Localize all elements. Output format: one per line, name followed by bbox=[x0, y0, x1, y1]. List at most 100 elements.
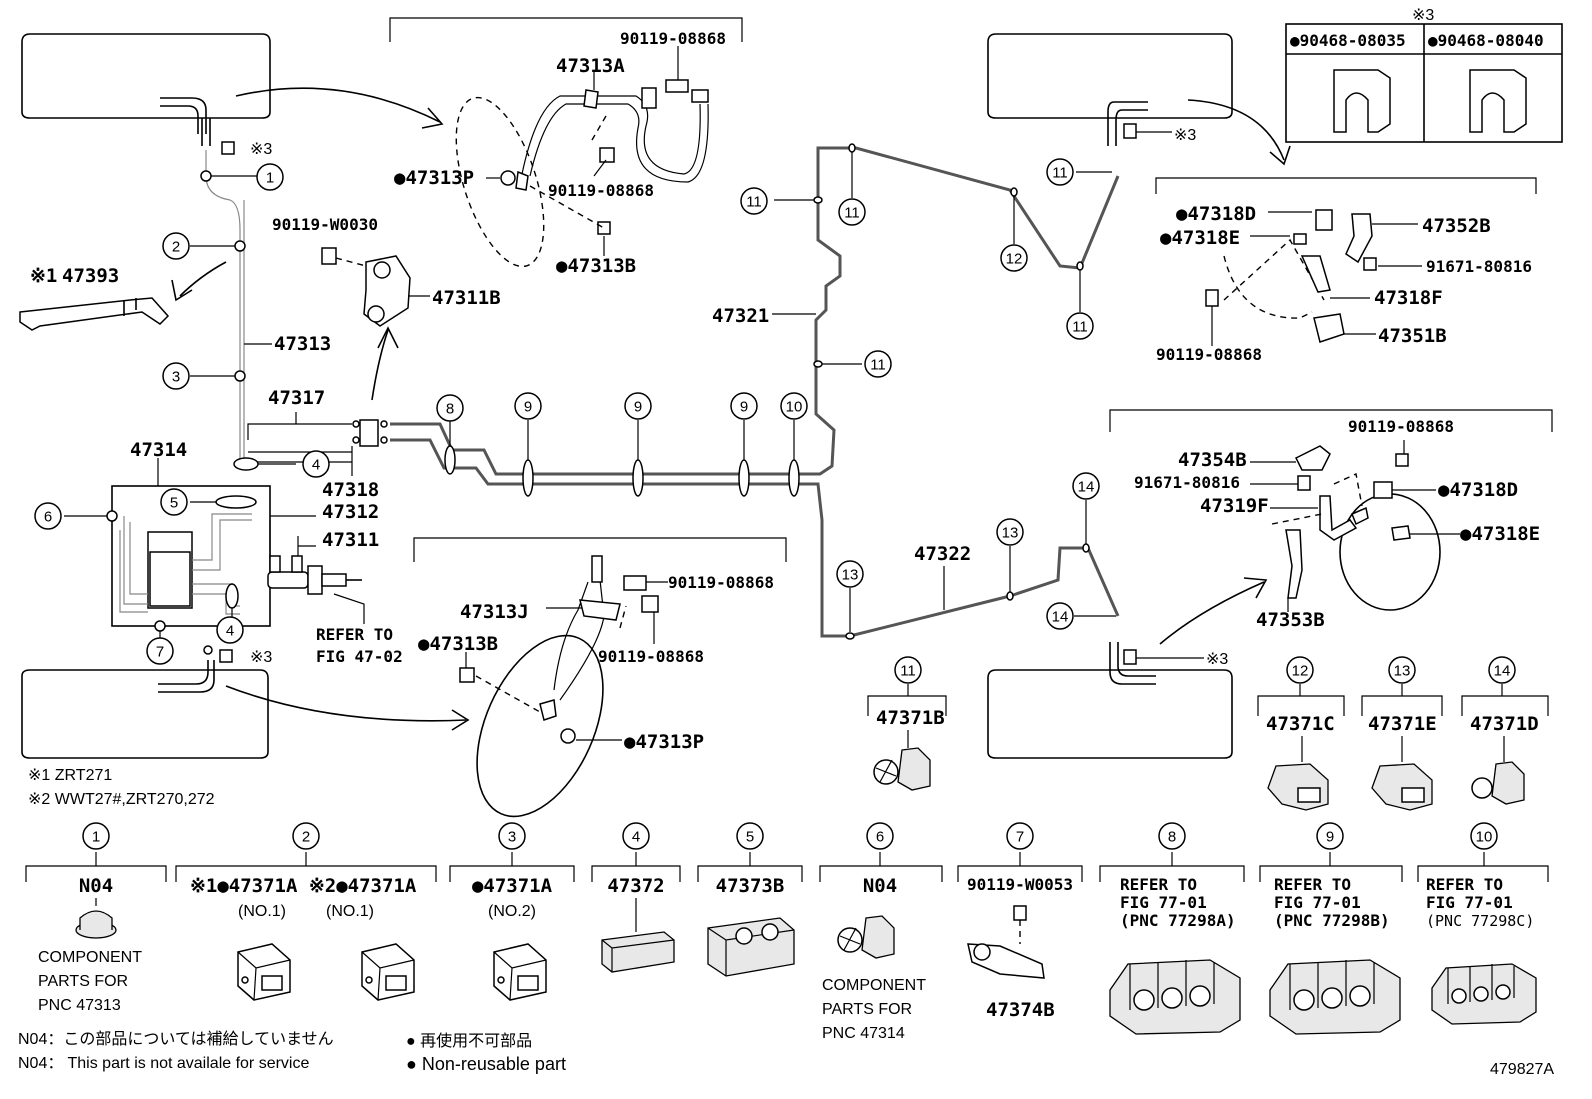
label-47318E-top: ●47318E bbox=[1160, 227, 1240, 249]
callout-number: 9 bbox=[740, 399, 748, 416]
label-90119-W0030: 90119-W0030 bbox=[272, 215, 378, 234]
callout-1: 1 bbox=[82, 822, 110, 850]
label-47311B: 47311B bbox=[432, 287, 501, 309]
row-1-t3: PNC 47313 bbox=[38, 997, 121, 1014]
callout-13: 13 bbox=[836, 560, 864, 588]
row-10-l3: (PNC 77298C) bbox=[1426, 912, 1534, 930]
label-47313: 47313 bbox=[274, 333, 331, 355]
callout-circle bbox=[1158, 822, 1186, 850]
callout-9: 9 bbox=[730, 392, 758, 420]
diagram-id: 479827A bbox=[1490, 1061, 1554, 1078]
star3-clip-table bbox=[1285, 23, 1563, 143]
note-star1: ※1 bbox=[30, 265, 57, 287]
row-3-sub: (NO.2) bbox=[488, 903, 536, 920]
row-10-l2: FIG 77-01 bbox=[1426, 893, 1513, 912]
callout-14: 14 bbox=[1488, 656, 1516, 684]
vehicle-outline-top-right bbox=[987, 33, 1233, 146]
callout-circle bbox=[894, 656, 922, 684]
label-47318D-mid: ●47318D bbox=[1438, 479, 1518, 501]
row-8-l2: FIG 77-01 bbox=[1120, 893, 1207, 912]
leader-47317 bbox=[244, 423, 352, 463]
label-90119-08868-f: 90119-08868 bbox=[1348, 417, 1454, 436]
callout-circle bbox=[736, 822, 764, 850]
refer-to-label: REFER TO bbox=[316, 625, 393, 644]
callout-number: 9 bbox=[634, 399, 642, 416]
callout-10: 10 bbox=[780, 392, 808, 420]
callout-1: 1 bbox=[256, 163, 284, 191]
label-47318D-top: ●47318D bbox=[1176, 203, 1256, 225]
callout-11: 11 bbox=[838, 198, 866, 226]
callout-number: 7 bbox=[1016, 829, 1024, 846]
row-9-l2: FIG 77-01 bbox=[1274, 893, 1361, 912]
callout-7: 7 bbox=[1006, 822, 1034, 850]
callout-number: 14 bbox=[1078, 479, 1095, 496]
callout-number: 12 bbox=[1292, 663, 1309, 680]
label-47371E: 47371E bbox=[1368, 713, 1437, 735]
label-47313B-top: ●47313B bbox=[556, 255, 636, 277]
label-47351B: 47351B bbox=[1378, 325, 1447, 347]
callout-circle bbox=[1046, 602, 1074, 630]
note-wwt27: ※2 WWT27#,ZRT270,272 bbox=[28, 791, 215, 808]
clamp-47311B bbox=[321, 247, 430, 327]
callout-number: 1 bbox=[92, 829, 100, 846]
callout-number: 2 bbox=[172, 239, 180, 256]
callout-circle bbox=[498, 822, 526, 850]
callout-10: 10 bbox=[1470, 822, 1498, 850]
callout-6: 6 bbox=[866, 822, 894, 850]
callout-12: 12 bbox=[1000, 244, 1028, 272]
callout-circle bbox=[162, 362, 190, 390]
callout-5: 5 bbox=[160, 488, 188, 516]
row-1-t1: COMPONENT bbox=[38, 949, 142, 966]
row-9-l1: REFER TO bbox=[1274, 875, 1351, 894]
brake-line-47321 bbox=[390, 146, 1120, 476]
callout-11: 11 bbox=[864, 350, 892, 378]
callout-5: 5 bbox=[736, 822, 764, 850]
label-47354B: 47354B bbox=[1178, 449, 1247, 471]
callout-number: 3 bbox=[508, 829, 516, 846]
callout-number: 8 bbox=[1168, 829, 1176, 846]
callout-circle bbox=[866, 822, 894, 850]
label-47321: 47321 bbox=[712, 305, 769, 327]
label-90119-08868-c: 90119-08868 bbox=[668, 573, 774, 592]
callout-number: 11 bbox=[870, 357, 886, 374]
callout-13: 13 bbox=[996, 518, 1024, 546]
callout-circle bbox=[622, 822, 650, 850]
callout-number: 5 bbox=[746, 829, 754, 846]
callout-11: 11 bbox=[1046, 158, 1074, 186]
callout-circle bbox=[730, 392, 758, 420]
callout-number: 12 bbox=[1006, 251, 1023, 268]
table-col2: ●90468-08040 bbox=[1428, 31, 1544, 50]
callout-circle bbox=[838, 198, 866, 226]
vehicle-outline-top-left bbox=[21, 33, 271, 155]
label-90119-08868-e: 90119-08868 bbox=[1156, 345, 1262, 364]
clip-star3-top bbox=[221, 141, 235, 155]
callout-circle bbox=[82, 822, 110, 850]
callout-circle bbox=[740, 187, 768, 215]
callout-circle bbox=[160, 488, 188, 516]
row-2-label: ※1●47371A ※2●47371A bbox=[190, 875, 417, 897]
label-90119-08868-d: 90119-08868 bbox=[598, 647, 704, 666]
callout-circle bbox=[1006, 822, 1034, 850]
callout-7: 7 bbox=[146, 637, 174, 665]
callout-circle bbox=[256, 163, 284, 191]
callout-9: 9 bbox=[1316, 822, 1344, 850]
row-1-t2: PARTS FOR bbox=[38, 973, 128, 990]
bottom-row-parts bbox=[75, 898, 1537, 1035]
callout-number: 13 bbox=[842, 567, 859, 584]
bottom-row-brackets bbox=[25, 852, 1549, 882]
assembly-top-right bbox=[1155, 177, 1537, 346]
star3-label-bottom-left: ※3 bbox=[250, 649, 272, 666]
label-91671-80816-top: 91671-80816 bbox=[1426, 257, 1532, 276]
callout-8: 8 bbox=[1158, 822, 1186, 850]
callout-4: 4 bbox=[302, 450, 330, 478]
star3-label-bottom-right: ※3 bbox=[1206, 651, 1228, 668]
callout-circle bbox=[1000, 244, 1028, 272]
callout-number: 2 bbox=[302, 829, 310, 846]
callout-number: 3 bbox=[172, 369, 180, 386]
callout-number: 11 bbox=[1052, 165, 1068, 182]
callout-circle bbox=[1072, 472, 1100, 500]
callout-circle bbox=[996, 518, 1024, 546]
label-47313A: 47313A bbox=[556, 55, 625, 77]
callout-number: 4 bbox=[226, 623, 234, 640]
